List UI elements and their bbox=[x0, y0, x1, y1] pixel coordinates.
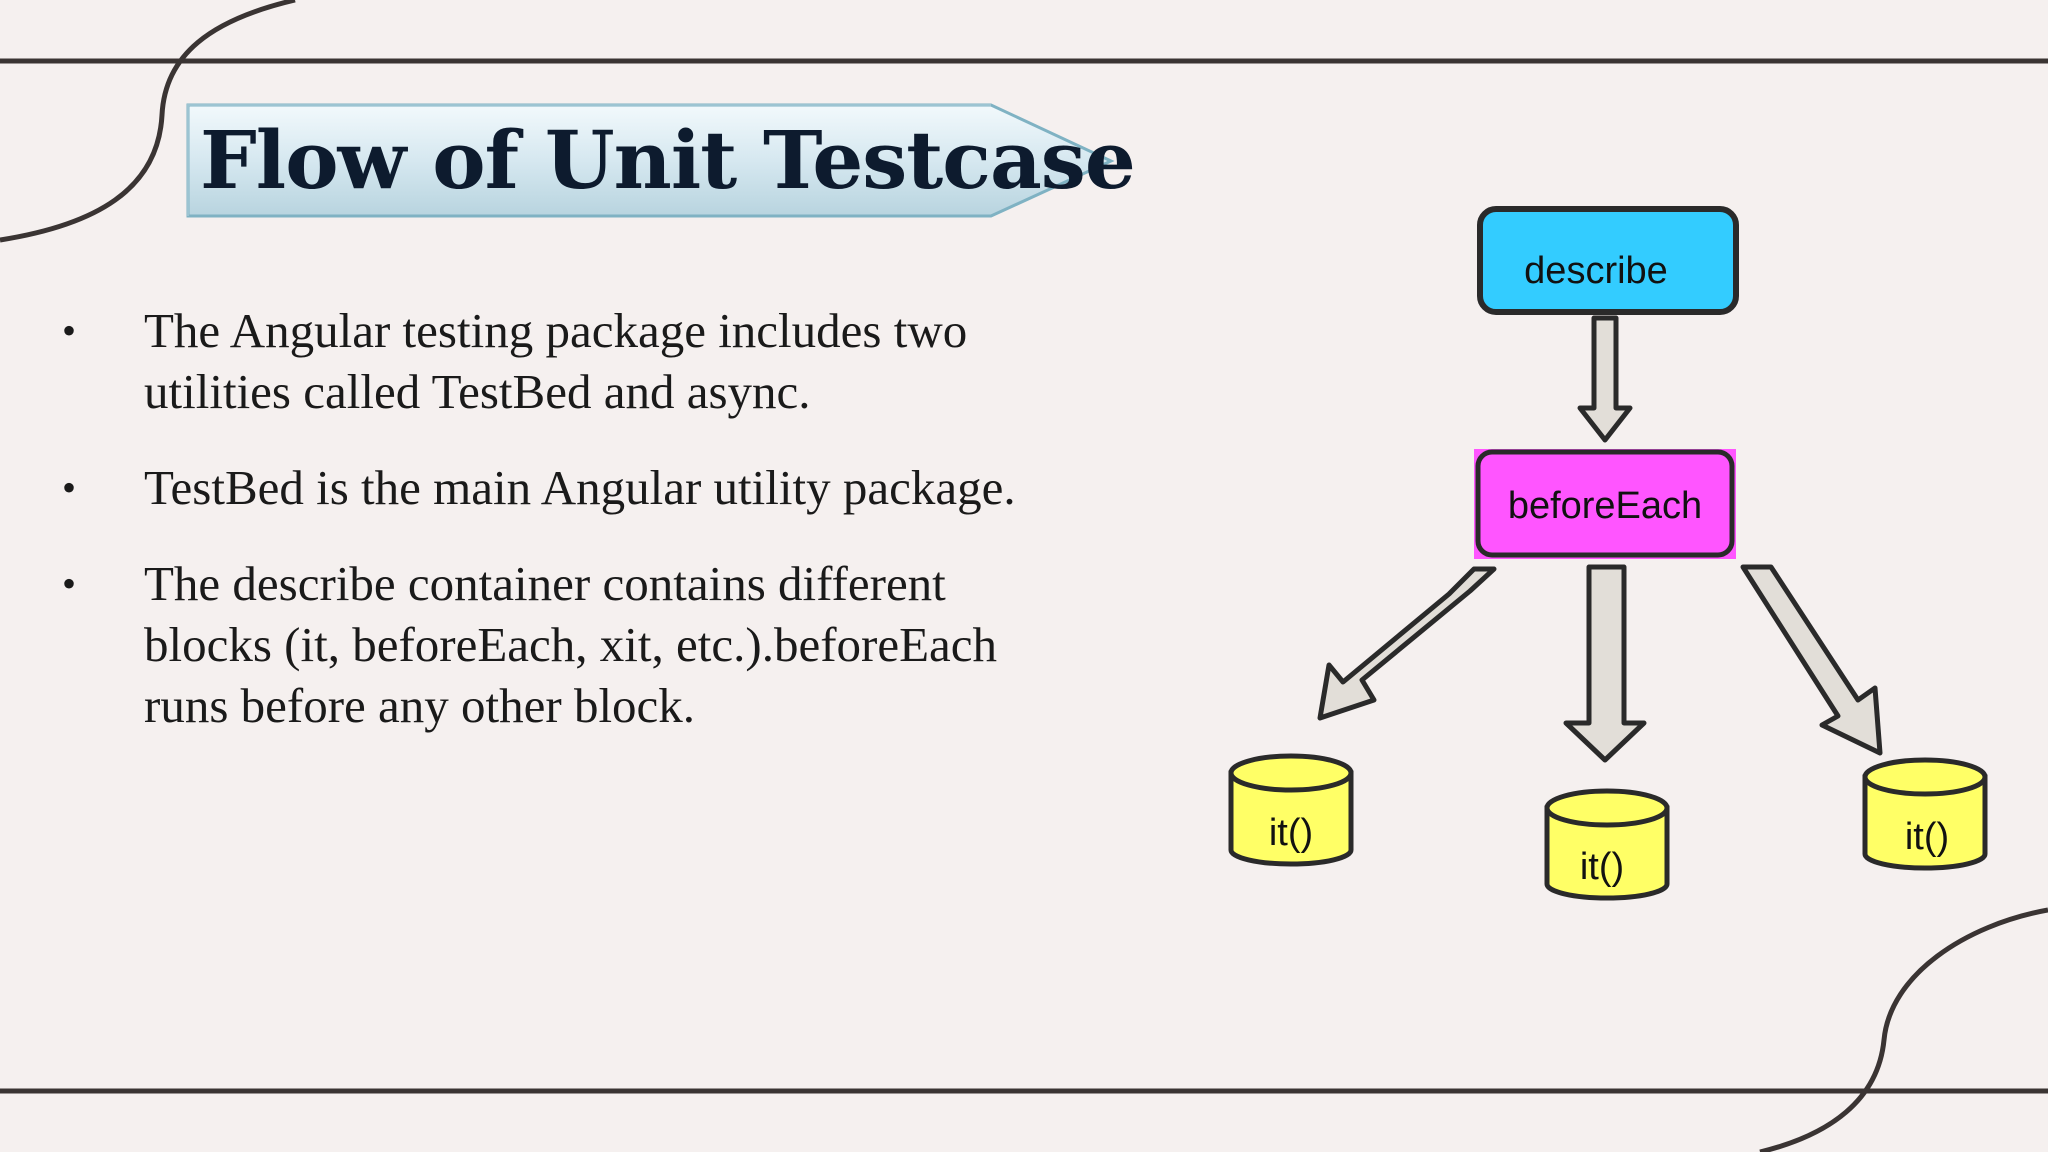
bullet-icon: • bbox=[62, 308, 77, 353]
before-each-node bbox=[1475, 449, 1735, 558]
it-label: it() bbox=[1580, 846, 1624, 888]
describe-label: describe bbox=[1524, 250, 1668, 292]
arrow-down-right-icon bbox=[1740, 564, 1883, 756]
bottom-right-curve bbox=[1759, 907, 2048, 1152]
title-banner bbox=[186, 103, 1115, 218]
bullet-text: The Angular testing package includes two… bbox=[144, 303, 968, 419]
page-title: Flow of Unit Testcase bbox=[200, 113, 1136, 207]
list-item: • The Angular testing package includes t… bbox=[62, 300, 1022, 422]
describe-node bbox=[1477, 206, 1739, 315]
before-each-label: beforeEach bbox=[1508, 485, 1702, 527]
list-item: • The describe container contains differ… bbox=[62, 553, 1022, 736]
it-node-right: it() bbox=[1862, 757, 1988, 871]
it-node-center: it() bbox=[1544, 788, 1670, 901]
bullet-text: TestBed is the main Angular utility pack… bbox=[144, 460, 1016, 515]
bullet-text: The describe container contains differen… bbox=[144, 556, 998, 733]
bullet-list: • The Angular testing package includes t… bbox=[62, 300, 1022, 771]
arrow-down-center-icon bbox=[1563, 564, 1647, 763]
arrow-down-icon bbox=[1577, 315, 1633, 443]
it-label: it() bbox=[1905, 816, 1949, 858]
bullet-icon: • bbox=[62, 561, 77, 606]
list-item: • TestBed is the main Angular utility pa… bbox=[62, 457, 1022, 518]
it-label: it() bbox=[1269, 812, 1313, 854]
top-left-curve bbox=[0, 0, 296, 243]
it-node-left: it() bbox=[1228, 753, 1354, 867]
arrow-down-left-icon bbox=[1317, 566, 1497, 721]
bullet-icon: • bbox=[62, 465, 77, 510]
